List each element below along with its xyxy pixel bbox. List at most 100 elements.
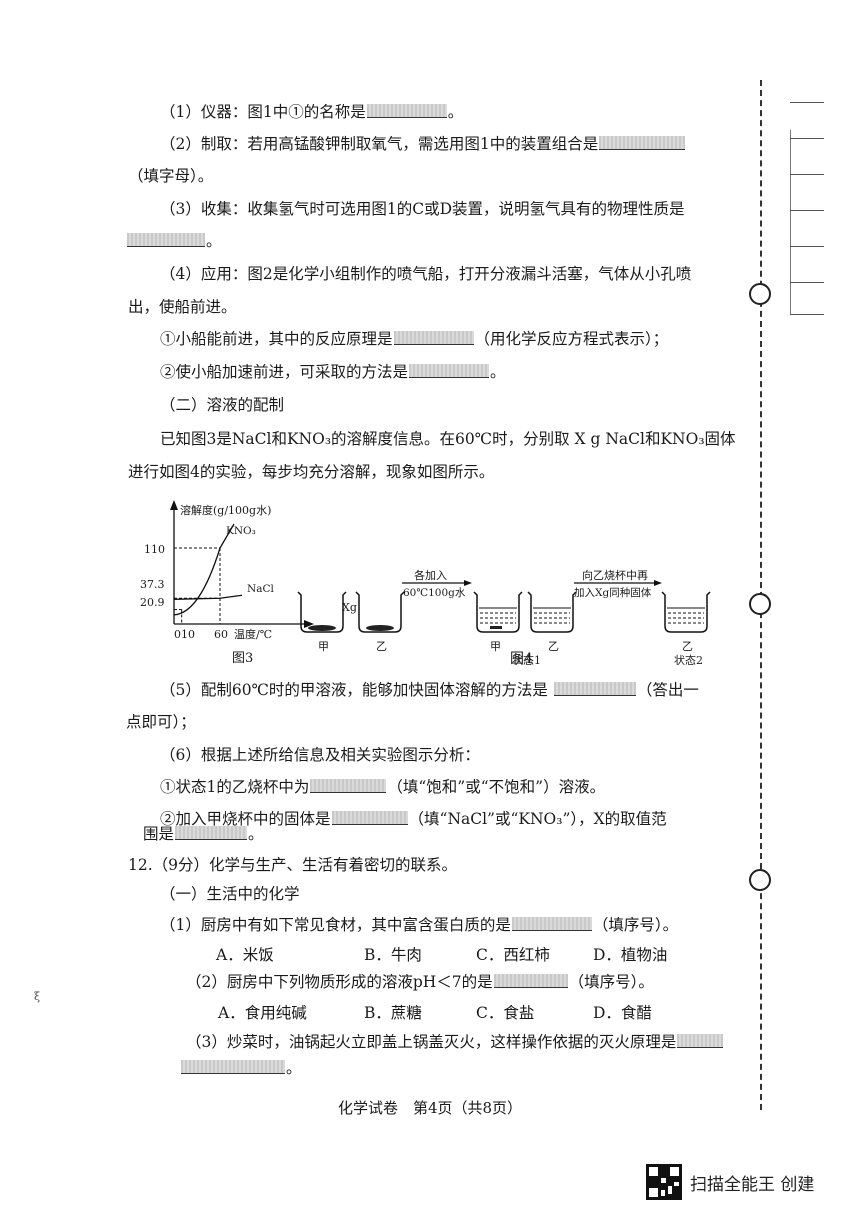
- state-1-label: 状态1: [512, 653, 541, 667]
- question-6: （6）根据上述所给信息及相关实验图示分析：: [160, 746, 480, 764]
- question-1: （1）仪器：图1中①的名称是。: [160, 103, 464, 121]
- margin-tick: [790, 174, 824, 175]
- binding-hole: [749, 869, 771, 891]
- margin-tick: [790, 138, 824, 139]
- series-line-kno3: [173, 523, 235, 616]
- series-line-nacl: [173, 594, 243, 600]
- question-5-cont: 点即可）；: [126, 713, 196, 731]
- page-footer: 化学试卷 第4页（共8页）: [337, 1099, 523, 1117]
- step-1-top: 各加入: [414, 568, 447, 582]
- question-4-1: ①小船能前进，其中的反应原理是（用化学反应方程式表示）；: [160, 330, 669, 348]
- x-tick-label: 60: [214, 628, 228, 641]
- answer-blank[interactable]: [409, 364, 490, 378]
- question-6-2: ②加入甲烧杯中的固体是（填“NaCl”或“KNO₃”），X的取值范: [160, 810, 667, 828]
- series-label-nacl: NaCl: [247, 583, 274, 595]
- figure-3-chart: 溶解度(g/100g水) 温度/℃ 110 37.3 20.9 0 10 60 …: [140, 500, 314, 666]
- answer-blank[interactable]: [181, 1060, 285, 1074]
- answer-blank[interactable]: [393, 331, 474, 345]
- beaker-jia-empty: [297, 591, 347, 633]
- question-12-3: （3）炒菜时，油锅起火立即盖上锅盖灭火，这样操作依据的灭火原理是: [186, 1031, 724, 1053]
- margin-rule: [790, 130, 791, 315]
- option: D．植物油: [593, 946, 668, 964]
- beaker-yi-state2: [661, 591, 711, 633]
- answer-blank[interactable]: [366, 104, 447, 118]
- question-12: 12.（9分）化学与生产、生活有着密切的联系。: [128, 856, 458, 874]
- section-heading: （二）溶液的配制: [160, 396, 285, 414]
- y-tick-label: 20.9: [140, 596, 165, 609]
- answer-blank[interactable]: [175, 826, 248, 840]
- option: C．西红柿: [476, 946, 550, 964]
- binding-hole: [749, 593, 771, 615]
- x-axis-label: 温度/℃: [234, 627, 272, 641]
- scanner-watermark: 扫描全能王 创建: [646, 1162, 856, 1202]
- y-tick-label: 110: [144, 543, 165, 556]
- figure-3-caption: 图3: [232, 651, 253, 666]
- arrow-head: [464, 580, 472, 586]
- answer-blank[interactable]: [511, 917, 592, 931]
- y-axis-label: 溶解度(g/100g水): [180, 503, 271, 517]
- option: C．食盐: [476, 1004, 535, 1022]
- margin-tick: [790, 314, 824, 315]
- question-5: （5）配制60℃时的甲溶液，能够加快固体溶解的方法是 （答出一: [160, 681, 699, 699]
- step-2-bottom: 加入Xg同种固体: [574, 586, 652, 599]
- beaker-label: 乙: [548, 640, 559, 653]
- beaker-label: 甲: [318, 640, 329, 653]
- margin-tick: [790, 102, 824, 103]
- x-tick-label: 0: [174, 628, 181, 641]
- question-6-1: ①状态1的乙烧杯中为（填“饱和”或“不饱和”）溶液。: [160, 778, 606, 796]
- question-3-cont: 。: [126, 230, 222, 252]
- answer-blank[interactable]: [331, 811, 408, 825]
- step-1-bottom: 60℃100g水: [403, 587, 466, 599]
- question-2-cont: （填字母）。: [128, 167, 214, 185]
- question-4: （4）应用：图2是化学小组制作的喷气船，打开分液漏斗活塞，气体从小孔喷: [160, 265, 692, 283]
- question-12-2: （2）厨房中下列物质形成的溶液pH＜7的是（填序号）。: [186, 973, 654, 991]
- option: B．蔗糖: [364, 1004, 422, 1022]
- question-4-cont: 出，使船前进。: [128, 298, 237, 316]
- y-axis-arrow: [170, 500, 178, 510]
- margin-tick: [790, 210, 824, 211]
- arrow-head: [654, 580, 662, 586]
- question-3: （3）收集：收集氢气时可选用图1的C或D装置，说明氢气具有的物理性质是: [160, 200, 685, 218]
- answer-blank[interactable]: [677, 1034, 724, 1048]
- option: A．米饭: [216, 946, 274, 964]
- question-2: （2）制取：若用高锰酸钾制取氧气，需选用图1中的装置组合是: [160, 133, 686, 155]
- option: D．食醋: [593, 1004, 652, 1022]
- beaker-label: 乙: [376, 640, 387, 653]
- question-12-1: （1）厨房中有如下常见食材，其中富含蛋白质的是（填序号）。: [160, 916, 679, 934]
- stray-mark: ξ: [34, 990, 41, 1003]
- beaker-yi-empty: [355, 591, 405, 633]
- option: B．牛肉: [364, 946, 422, 964]
- scanner-brand-text: 扫描全能王 创建: [690, 1175, 815, 1195]
- step-2-top: 向乙烧杯中再: [582, 568, 648, 582]
- question-6-2-cont: 围是。: [143, 825, 264, 843]
- beaker-label: 乙: [682, 640, 693, 653]
- series-lines: [173, 523, 243, 616]
- question-12-3-cont: 。: [180, 1057, 302, 1079]
- figure-4-diagram: Xg 甲 乙 各加入 60℃100g水 甲 乙 状态1 向乙烧杯中再: [297, 568, 711, 667]
- add-solid-label: Xg: [342, 601, 357, 614]
- intro-line-2: 进行如图4的实验，每步均充分溶解，现象如图所示。: [128, 463, 495, 481]
- intro-line-1: 已知图3是NaCl和KNO₃的溶解度信息。在60℃时，分别取 X g NaCl和…: [160, 430, 736, 448]
- beaker-yi-state1: [527, 591, 577, 633]
- beaker-label: 甲: [490, 640, 501, 653]
- margin-tick: [790, 246, 824, 247]
- binding-hole: [749, 283, 771, 305]
- answer-blank[interactable]: [599, 136, 686, 150]
- figure-4-caption: 图4: [510, 651, 533, 667]
- beaker-jia-state1: [473, 591, 523, 633]
- margin-tick: [790, 282, 824, 283]
- option: A．食用纯碱: [218, 1004, 307, 1022]
- answer-blank[interactable]: [493, 974, 568, 988]
- y-tick-label: 37.3: [140, 578, 165, 591]
- question-4-2: ②使小船加速前进，可采取的方法是。: [160, 363, 506, 381]
- qr-code-icon: [646, 1164, 682, 1200]
- series-label-kno3: KNO₃: [226, 525, 256, 537]
- x-axis-arrow: [304, 620, 314, 628]
- x-tick-label: 10: [181, 628, 195, 641]
- answer-blank[interactable]: [127, 233, 205, 247]
- state-2-label: 状态2: [674, 653, 703, 667]
- answer-blank[interactable]: [553, 682, 636, 696]
- answer-blank[interactable]: [310, 779, 387, 793]
- section-heading: （一）生活中的化学: [160, 885, 300, 903]
